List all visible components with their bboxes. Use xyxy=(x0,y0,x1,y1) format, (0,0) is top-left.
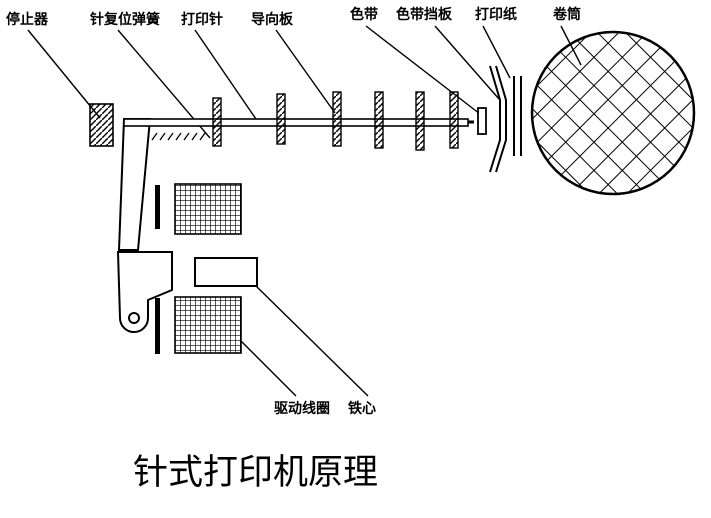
iron-core xyxy=(194,257,258,287)
label-paper: 打印纸 xyxy=(475,6,517,23)
label-print-needle: 打印针 xyxy=(181,11,223,28)
guide-plates xyxy=(212,91,459,151)
needle-lever xyxy=(116,118,173,333)
ribbon-mask xyxy=(489,65,507,173)
label-platen: 卷筒 xyxy=(552,6,581,23)
label-stopper: 停止器 xyxy=(6,11,49,28)
diagram-caption: 针式打印机原理 xyxy=(133,453,378,493)
platen-roller xyxy=(530,30,696,196)
print-needle xyxy=(123,118,474,127)
label-return-spring: 针复位弹簧 xyxy=(89,11,160,28)
stopper-block xyxy=(89,103,114,147)
label-guide-plate: 导向板 xyxy=(251,11,294,28)
return-spring xyxy=(151,132,206,141)
label-drive-coil: 驱动线圈 xyxy=(274,400,330,417)
label-iron-core: 铁心 xyxy=(348,400,376,417)
leader-lines xyxy=(27,25,582,397)
label-ribbon-mask: 色带挡板 xyxy=(396,6,453,23)
printing-paper xyxy=(513,76,522,156)
drive-coil xyxy=(155,183,242,354)
ribbon xyxy=(477,107,487,135)
label-ribbon: 色带 xyxy=(350,6,378,23)
